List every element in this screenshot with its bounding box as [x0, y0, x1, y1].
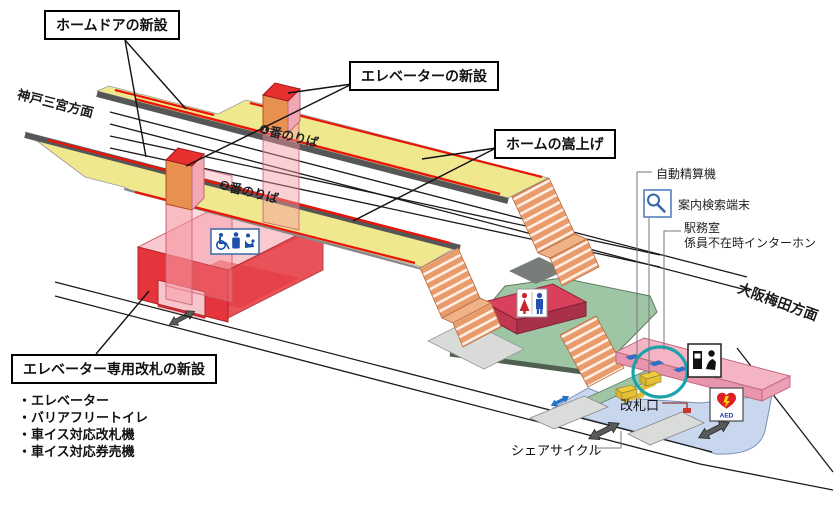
- aed-text: AED: [720, 413, 734, 420]
- label-info-terminal: 案内検索端末: [678, 198, 751, 212]
- label-intercom: 係員不在時インターホン: [684, 236, 817, 250]
- street-curve-line: [699, 463, 834, 491]
- elevator-gate-building: [136, 159, 330, 330]
- accessibility-icons: [210, 228, 260, 255]
- stairs-platform2: [419, 247, 502, 348]
- baby-care-icon: [245, 233, 255, 248]
- road-lines: [54, 281, 834, 491]
- building-right-wall: [227, 221, 324, 319]
- platform-1: [95, 85, 550, 204]
- platform1-door-line-front: [134, 97, 501, 196]
- elevator-1: [262, 82, 301, 231]
- stairs-concourse: [559, 315, 625, 388]
- label-share-cycle: シェアサイクル: [511, 443, 602, 458]
- callout-platform-doors: ホームドアの新設: [44, 10, 180, 40]
- ticket-gate-machines: [615, 370, 662, 401]
- gate-features-list: ・エレベーター ・バリアフリートイレ ・車イス対応改札機 ・車イス対応券売機: [18, 392, 148, 460]
- callout-platform-doors-text: ホームドアの新設: [56, 17, 168, 33]
- label-station-office: 駅務室: [684, 221, 721, 235]
- stairs-platform1: [511, 177, 600, 287]
- platform1-door-line-back-left: [114, 88, 215, 117]
- building-front-wall: [137, 246, 229, 323]
- callout-platform-raise: ホームの嵩上げ: [494, 129, 616, 159]
- stair-landing-dark: [509, 257, 566, 284]
- share-cycle-areas: [528, 395, 705, 446]
- feature-barrier-free-toilet: ・バリアフリートイレ: [18, 410, 149, 425]
- callout-leader-lines: [95, 39, 497, 355]
- intercom-icon: [687, 343, 722, 378]
- search-terminal-icon: [643, 189, 672, 218]
- callout-elevator-gate: エレベーター専用改札の新設: [11, 354, 217, 384]
- platform-2: [24, 131, 462, 271]
- platform2-door-line-back: [47, 138, 451, 245]
- toilet-person-icon: [232, 232, 240, 249]
- equipment-leader-lines: [596, 171, 681, 449]
- aed-icon: AED: [709, 387, 744, 422]
- elevator-2: [165, 147, 205, 212]
- feature-elevator: ・エレベーター: [18, 393, 110, 408]
- gate-highlight-circle: [631, 345, 689, 399]
- callout-elevator-new: エレベーターの新設: [349, 61, 499, 91]
- ticket-gate-markers: [625, 354, 688, 373]
- label-ticket-gate: 改札口: [620, 398, 660, 413]
- callout-elevator-new-text: エレベーターの新設: [361, 68, 487, 84]
- restroom-icon: [516, 288, 548, 318]
- platform1-edge-strip: [96, 91, 509, 204]
- label-fare-machine: 自動精算機: [656, 167, 717, 181]
- wheelchair-icon: [216, 233, 230, 251]
- gate-connector-pin: [683, 408, 691, 413]
- feature-wheelchair-ticket-machine: ・車イス対応券売機: [18, 444, 135, 459]
- callout-elevator-gate-text: エレベーター専用改札の新設: [23, 361, 205, 377]
- feature-wheelchair-gate: ・車イス対応改札機: [18, 427, 135, 442]
- callout-platform-raise-text: ホームの嵩上げ: [506, 136, 604, 152]
